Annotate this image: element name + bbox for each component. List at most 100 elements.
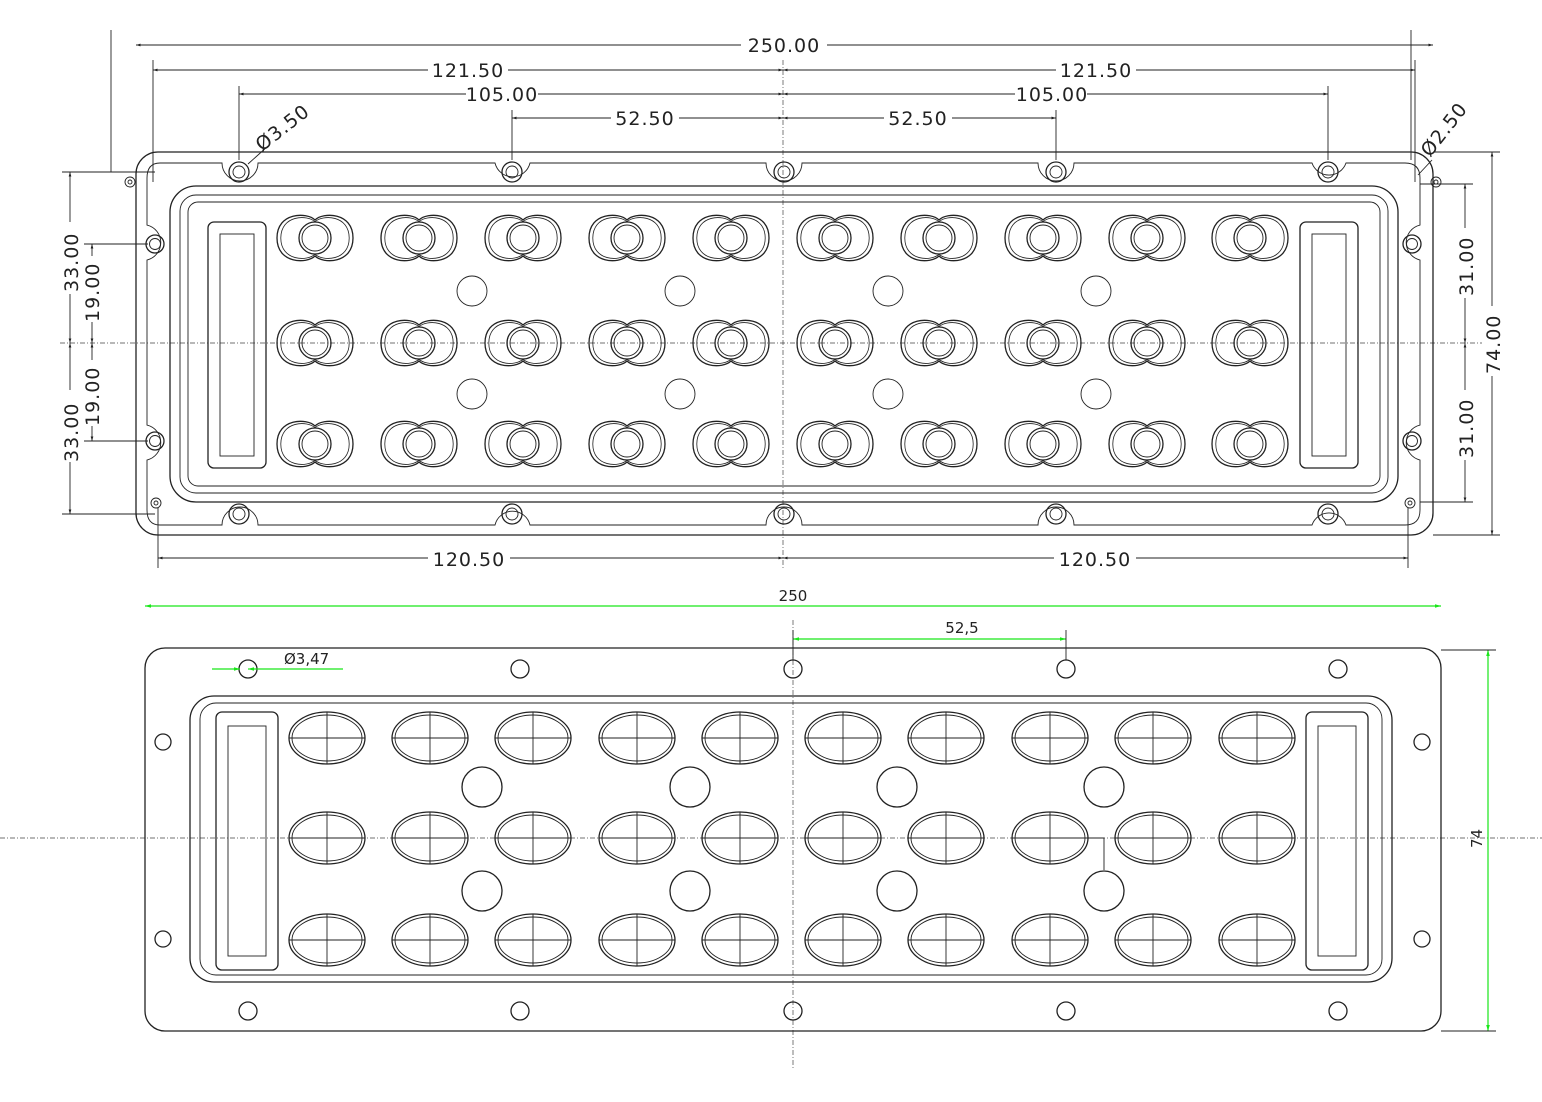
- lens-center: [1233, 326, 1267, 360]
- mounting-hole: [1045, 503, 1067, 525]
- lens-outline-inner: [800, 322, 870, 364]
- lens-center: [610, 221, 644, 255]
- lens-center: [402, 326, 436, 360]
- lens-outline: [692, 319, 770, 367]
- lens-center: [610, 427, 644, 461]
- lens-center: [818, 326, 852, 360]
- lens-outline: [484, 420, 562, 468]
- lens-outline-inner: [1112, 217, 1182, 259]
- lens-center-inner: [925, 224, 953, 252]
- lens-center-inner: [821, 430, 849, 458]
- mounting-hole: [510, 659, 530, 679]
- dim-pitch-right: 52.50: [888, 108, 947, 130]
- lens-outline: [588, 420, 666, 468]
- top-left-slot-inner: [219, 233, 255, 457]
- lens-center-inner: [301, 329, 329, 357]
- small-hole-center: [1433, 179, 1439, 185]
- dim-half-inner-right: 105.00: [1016, 84, 1088, 106]
- lens-outline-inner: [1215, 322, 1285, 364]
- lens-center-inner: [613, 329, 641, 357]
- mask: [466, 82, 538, 104]
- lens-center-inner: [613, 224, 641, 252]
- dim-half-outer-left: 121.50: [432, 60, 504, 82]
- small-hole: [1404, 497, 1416, 509]
- lens-center: [298, 427, 332, 461]
- small-circle: [1080, 378, 1112, 410]
- lens-outline: [1108, 319, 1186, 367]
- lens-center: [714, 221, 748, 255]
- dim-left-upper-inner: 19.00: [82, 263, 104, 322]
- mask: [1056, 58, 1136, 80]
- lens-outline: [692, 420, 770, 468]
- lens-center-inner: [717, 329, 745, 357]
- lens-outline-inner: [1112, 322, 1182, 364]
- lens-center: [714, 326, 748, 360]
- side-hole: [1402, 234, 1422, 254]
- lens-outline-inner: [280, 217, 350, 259]
- lens-outline-inner: [280, 423, 350, 465]
- lens-center-inner: [1236, 329, 1264, 357]
- small-circle: [1080, 275, 1112, 307]
- dim-bottom-overall-height: 74: [1468, 829, 1486, 848]
- lens-center-inner: [405, 329, 433, 357]
- leader-dia-small: [1417, 159, 1433, 176]
- small-hole-center: [153, 500, 159, 506]
- lens-outline: [1211, 214, 1289, 262]
- side-hole: [1413, 930, 1431, 948]
- dim-bottom-right: 120.50: [1059, 549, 1131, 571]
- dim-left-upper-outer: 33.00: [61, 233, 83, 292]
- dim-bottom-pitch: 52,5: [945, 619, 978, 637]
- lens-center-inner: [613, 430, 641, 458]
- top-mounting-holes: [124, 161, 1442, 525]
- bottom-left-slot: [215, 711, 279, 971]
- lens-center: [1233, 427, 1267, 461]
- lens-outline-inner: [1112, 423, 1182, 465]
- dim-overall-width: 250.00: [748, 35, 820, 57]
- lens-outline: [276, 319, 354, 367]
- lens-center: [922, 326, 956, 360]
- small-circle: [876, 766, 918, 808]
- lens-center-inner: [509, 430, 537, 458]
- lens-center: [922, 221, 956, 255]
- small-hole-center: [127, 179, 133, 185]
- top-inner-pocket-outer: [169, 185, 1399, 503]
- lens-center-inner: [1029, 224, 1057, 252]
- dim-bottom-overall-width: 250: [779, 587, 808, 605]
- lens-center-inner: [509, 224, 537, 252]
- bottom-view: 250 52,5 Ø3,47 74: [0, 587, 1542, 1070]
- small-hole: [124, 176, 136, 188]
- lens-center: [1026, 427, 1060, 461]
- lens-outline: [1004, 319, 1082, 367]
- lens-outline: [1211, 420, 1289, 468]
- lens-center-inner: [821, 329, 849, 357]
- bottom-small-circles: [461, 766, 1125, 912]
- lens-center: [922, 427, 956, 461]
- mask: [428, 58, 508, 80]
- lens-center: [402, 427, 436, 461]
- lens-center-inner: [1133, 430, 1161, 458]
- mounting-hole-inner: [505, 165, 519, 179]
- lens-outline-inner: [384, 217, 454, 259]
- lens-outline: [900, 319, 978, 367]
- lens-outline-inner: [1008, 423, 1078, 465]
- mounting-hole-inner: [777, 165, 791, 179]
- mounting-hole-inner: [232, 507, 246, 521]
- lens-center: [1130, 326, 1164, 360]
- lens-outline: [796, 420, 874, 468]
- lens-center: [402, 221, 436, 255]
- lens-center-inner: [405, 224, 433, 252]
- mounting-hole-inner: [1049, 507, 1063, 521]
- mounting-hole: [1317, 503, 1339, 525]
- lens-outline-inner: [1008, 217, 1078, 259]
- lens-center: [298, 326, 332, 360]
- lens-outline-inner: [696, 423, 766, 465]
- lens-center-inner: [821, 224, 849, 252]
- top-inner-pocket-mid: [179, 194, 1389, 494]
- mask: [1455, 228, 1477, 298]
- lens-center-inner: [301, 430, 329, 458]
- lens-center-inner: [509, 329, 537, 357]
- lens-outline: [276, 420, 354, 468]
- mounting-hole: [1045, 161, 1067, 183]
- mounting-hole: [1317, 161, 1339, 183]
- lens-outline: [1004, 214, 1082, 262]
